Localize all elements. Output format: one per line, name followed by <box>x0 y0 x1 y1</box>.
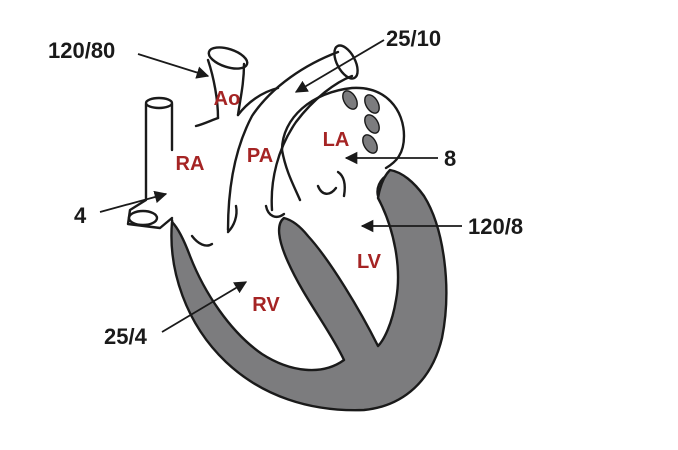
arrow-pulmonary-artery <box>294 39 385 93</box>
myocardium-wall <box>170 168 448 412</box>
pressure-aorta: 120/80 <box>48 38 115 63</box>
pulmonary-vein-opening <box>364 94 380 114</box>
label-pulmonary-artery: PA <box>247 145 273 167</box>
pulmonary-vein-opening <box>364 114 380 134</box>
label-right-atrium: RA <box>176 153 205 175</box>
label-aorta: Ao <box>214 88 241 110</box>
pressure-right-ventricle: 25/4 <box>104 324 148 349</box>
aorta-vessel <box>194 46 280 128</box>
label-right-ventricle: RV <box>252 294 280 316</box>
arrow-right-atrium <box>99 190 168 213</box>
pulmonary-vein-opening <box>342 90 358 110</box>
pressure-left-atrium: 8 <box>444 146 456 171</box>
pressure-right-atrium: 4 <box>74 203 87 228</box>
pulmonary-vein-opening <box>362 134 378 154</box>
arrow-aorta <box>137 53 210 79</box>
vena-cava <box>126 96 174 230</box>
left-atrium-outline <box>280 86 406 170</box>
label-left-ventricle: LV <box>357 251 382 273</box>
label-left-atrium: LA <box>323 129 350 151</box>
pressure-pulmonary-artery: 25/10 <box>386 26 441 51</box>
pressure-left-ventricle: 120/8 <box>468 214 523 239</box>
arrow-right-ventricle <box>161 281 248 333</box>
